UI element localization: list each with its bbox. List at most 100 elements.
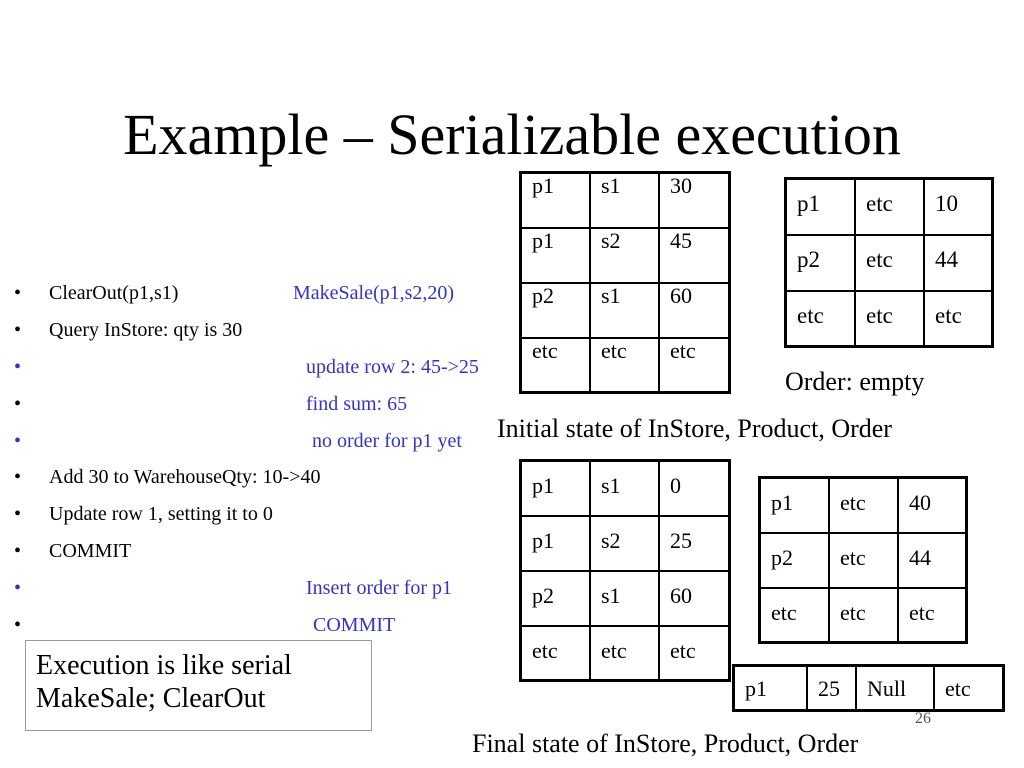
- initial-product-table: p1 etc 10 p2 etc 44 etc etc etc: [784, 177, 994, 348]
- bullet-marker: •: [14, 577, 22, 599]
- table-cell: 44: [897, 531, 968, 589]
- table-cell: etc: [828, 476, 899, 534]
- list-item: • Update row 1, setting it to 0: [14, 499, 534, 529]
- table-row: p1 25 Null etc: [732, 664, 1005, 712]
- table-row: etc etc etc: [519, 624, 731, 682]
- table-cell: 44: [923, 233, 994, 292]
- clearout-step: ClearOut(p1,s1): [49, 282, 179, 304]
- list-item: • update row 2: 45->25: [14, 352, 534, 382]
- table-cell: 0: [658, 459, 731, 517]
- list-item: • no order for p1 yet: [14, 426, 534, 456]
- list-item: • Add 30 to WarehouseQty: 10->40: [14, 462, 534, 492]
- table-cell: p1: [519, 514, 591, 572]
- table-cell: Null: [855, 664, 935, 712]
- table-row: p1 s1 30: [519, 171, 731, 229]
- final-product-table: p1 etc 40 p2 etc 44 etc etc etc: [758, 476, 968, 644]
- bullet-marker: •: [14, 540, 22, 562]
- table-row: etc etc etc: [519, 336, 731, 394]
- table-cell: etc: [784, 289, 856, 348]
- bullet-marker: •: [14, 430, 22, 452]
- table-row: p1 s2 25: [519, 514, 731, 572]
- bullet-marker: •: [14, 393, 22, 415]
- initial-state-caption: Initial state of InStore, Product, Order: [497, 414, 892, 443]
- makesale-step: MakeSale(p1,s2,20): [293, 282, 455, 304]
- clearout-step: Query InStore: qty is 30: [49, 319, 243, 341]
- table-cell: etc: [897, 586, 968, 644]
- table-cell: s2: [589, 226, 660, 284]
- final-instore-table: p1 s1 0 p1 s2 25 p2 s1 60 etc etc etc: [519, 459, 731, 682]
- table-cell: 25: [806, 664, 857, 712]
- final-state-caption: Final state of InStore, Product, Order: [472, 729, 859, 758]
- table-cell: etc: [658, 336, 731, 394]
- table-cell: s1: [589, 171, 660, 229]
- table-cell: etc: [589, 624, 660, 682]
- table-row: etc etc etc: [758, 586, 968, 644]
- table-cell: s1: [589, 281, 660, 339]
- table-cell: etc: [828, 531, 899, 589]
- table-cell: 10: [923, 177, 994, 236]
- list-item: • COMMIT: [14, 536, 534, 566]
- table-cell: s1: [589, 459, 660, 517]
- table-cell: p2: [519, 281, 591, 339]
- makesale-step: update row 2: 45->25: [306, 356, 479, 378]
- table-cell: 25: [658, 514, 731, 572]
- initial-instore-table: p1 s1 30 p1 s2 45 p2 s1 60 etc etc etc: [519, 171, 731, 394]
- list-item: • Query InStore: qty is 30: [14, 315, 534, 345]
- order-empty-caption: Order: empty: [785, 367, 925, 396]
- conclusion-line: Execution is like serial: [36, 650, 292, 681]
- table-cell: etc: [933, 664, 1005, 712]
- clearout-step: Update row 1, setting it to 0: [49, 503, 273, 525]
- table-cell: etc: [923, 289, 994, 348]
- makesale-step: COMMIT: [313, 614, 396, 636]
- table-cell: 30: [658, 171, 731, 229]
- table-row: etc etc etc: [784, 289, 994, 348]
- table-cell: etc: [758, 586, 830, 644]
- table-cell: 60: [658, 281, 731, 339]
- bullet-marker: •: [14, 319, 22, 341]
- conclusion-box: Execution is like serial MakeSale; Clear…: [25, 640, 372, 731]
- makesale-step: Insert order for p1: [306, 577, 453, 599]
- list-item: • Insert order for p1: [14, 573, 534, 603]
- table-cell: etc: [828, 586, 899, 644]
- makesale-step: find sum: 65: [306, 393, 408, 415]
- table-cell: s1: [589, 569, 660, 627]
- table-cell: etc: [854, 177, 925, 236]
- table-cell: p1: [519, 459, 591, 517]
- list-item: • COMMIT: [14, 610, 534, 640]
- table-row: p2 s1 60: [519, 569, 731, 627]
- table-row: p1 s2 45: [519, 226, 731, 284]
- table-cell: p1: [732, 664, 808, 712]
- makesale-step: no order for p1 yet: [312, 430, 462, 452]
- table-row: p2 s1 60: [519, 281, 731, 339]
- table-cell: p1: [519, 226, 591, 284]
- table-cell: p1: [519, 171, 591, 229]
- page-number: 26: [915, 710, 931, 727]
- table-row: p1 etc 10: [784, 177, 994, 236]
- bullet-marker: •: [14, 614, 22, 636]
- table-cell: etc: [519, 624, 591, 682]
- table-cell: p1: [758, 476, 830, 534]
- clearout-step: Add 30 to WarehouseQty: 10->40: [49, 466, 321, 488]
- bullet-marker: •: [14, 282, 22, 304]
- table-cell: etc: [854, 289, 925, 348]
- table-cell: etc: [658, 624, 731, 682]
- slide-title: Example – Serializable execution: [123, 102, 901, 167]
- table-cell: etc: [519, 336, 591, 394]
- table-cell: etc: [589, 336, 660, 394]
- table-cell: 40: [897, 476, 968, 534]
- table-row: p1 s1 0: [519, 459, 731, 517]
- table-cell: p1: [784, 177, 856, 236]
- table-cell: p2: [519, 569, 591, 627]
- table-cell: etc: [854, 233, 925, 292]
- table-row: p2 etc 44: [758, 531, 968, 589]
- table-cell: s2: [589, 514, 660, 572]
- table-cell: p2: [758, 531, 830, 589]
- bullet-marker: •: [14, 503, 22, 525]
- table-cell: 60: [658, 569, 731, 627]
- bullet-marker: •: [14, 466, 22, 488]
- clearout-step: COMMIT: [49, 540, 132, 562]
- conclusion-line: MakeSale; ClearOut: [36, 683, 266, 714]
- bullet-marker: •: [14, 356, 22, 378]
- table-cell: p2: [784, 233, 856, 292]
- table-row: p2 etc 44: [784, 233, 994, 292]
